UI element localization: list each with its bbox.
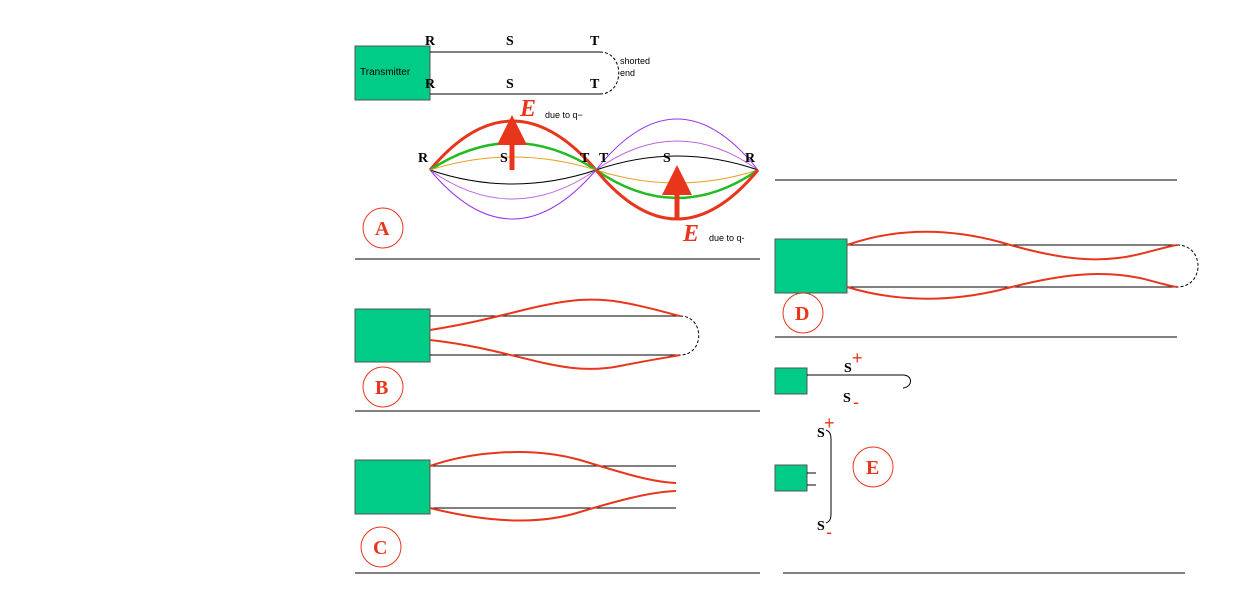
bottom-label-s: S xyxy=(506,77,514,92)
top-label-r: R xyxy=(425,34,436,49)
s-label-top: S xyxy=(844,361,852,376)
standing-wave-family xyxy=(428,118,760,221)
top-label-t: T xyxy=(590,34,600,49)
transmitter-box-b xyxy=(354,308,431,363)
current-wave-b-upper xyxy=(429,298,681,331)
panel-d: D xyxy=(774,179,1199,338)
wave-label-s-left: S xyxy=(500,151,508,166)
shorted-end-dashed xyxy=(599,51,620,95)
wave-purple-lower-left xyxy=(429,169,597,220)
panel-label-b-circle xyxy=(362,366,404,408)
panel-label-b: B xyxy=(375,377,388,399)
top-label-s: S xyxy=(506,34,514,49)
panel-label-c: C xyxy=(373,537,387,559)
e-field-label-1: E xyxy=(519,96,536,122)
panel-label-e-circle xyxy=(852,446,894,488)
transmitter-box-d xyxy=(774,238,848,294)
s-label-bottom: S xyxy=(843,391,851,406)
transmitter-box-a xyxy=(354,45,431,101)
shorted-end-label-2: end xyxy=(620,68,635,78)
wave-label-t-right: T xyxy=(599,151,609,166)
transmitter-box-e2 xyxy=(774,464,808,492)
e-field-caption-1: due to q− xyxy=(545,110,583,120)
panel-a: Transmitter R S T R S T shorted end R S xyxy=(354,34,760,260)
panel-c: C xyxy=(354,451,760,574)
panel-label-a-circle xyxy=(362,207,404,249)
e-field-label-2: E xyxy=(682,221,699,247)
wave-label-s-right: S xyxy=(663,151,671,166)
wave-label-r-left: R xyxy=(418,151,429,166)
panel-label-a: A xyxy=(375,218,390,240)
wave-black-lower-left xyxy=(429,169,597,185)
transmitter-label: Transmitter xyxy=(360,67,411,78)
wave-violet-upper-right xyxy=(595,140,759,171)
panel-label-c-circle xyxy=(360,526,402,568)
plus-sign-top: + xyxy=(852,348,863,368)
wave-red-lower-right xyxy=(594,169,760,221)
panel-e: S + S - S + S - E xyxy=(774,348,1185,574)
wave-black-upper-right xyxy=(595,155,759,171)
panel-label-d-circle xyxy=(782,292,824,334)
current-wave-c-upper xyxy=(429,451,677,484)
shorted-end-d xyxy=(1176,244,1199,288)
transmitter-box-e1 xyxy=(774,367,808,395)
current-wave-c-lower xyxy=(429,490,677,522)
s-label-dipole-top: S xyxy=(817,426,825,441)
current-wave-d-lower xyxy=(846,273,1178,300)
wave-violet-lower-left xyxy=(429,169,597,200)
panel-label-d: D xyxy=(795,303,809,325)
shorted-end-e1 xyxy=(902,374,911,389)
bottom-label-r: R xyxy=(425,77,436,92)
plus-sign-dipole: + xyxy=(824,413,835,433)
dipole-e2 xyxy=(825,429,832,524)
wave-label-t-left: T xyxy=(580,151,590,166)
panel-label-e: E xyxy=(866,457,879,479)
wave-label-r-right: R xyxy=(745,151,756,166)
current-wave-b-lower xyxy=(429,339,681,370)
shorted-end-b xyxy=(679,315,700,356)
minus-sign-bottom: - xyxy=(853,392,859,412)
s-label-dipole-bottom: S xyxy=(817,519,825,534)
panel-b: B xyxy=(354,298,760,412)
wave-purple-upper-right xyxy=(595,118,759,171)
current-wave-d-upper xyxy=(846,230,1178,261)
bottom-label-t: T xyxy=(590,77,600,92)
shorted-end-label: shorted xyxy=(620,56,650,66)
transmitter-box-c xyxy=(354,459,431,515)
minus-sign-dipole: - xyxy=(826,522,832,542)
e-field-caption-2: due to q- xyxy=(709,233,745,243)
